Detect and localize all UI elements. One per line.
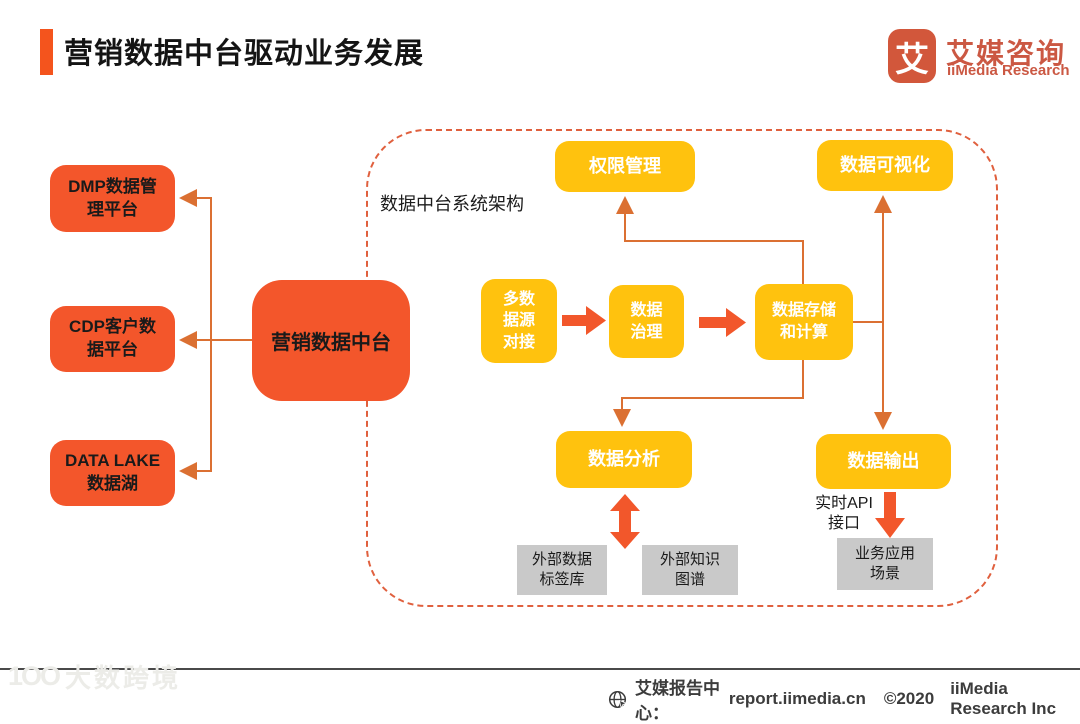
iimedia-logo-icon: 艾 — [888, 29, 936, 83]
node-business-scenarios: 业务应用 场景 — [837, 538, 933, 590]
node-cdp-platform: CDP客户数 据平台 — [50, 306, 175, 372]
watermark-mark: 1OO — [8, 661, 61, 691]
node-marketing-data-hub: 营销数据中台 — [252, 280, 410, 401]
node-external-knowledge-graph: 外部知识 图谱 — [642, 545, 738, 595]
node-dmp-platform: DMP数据管 理平台 — [50, 165, 175, 232]
logo-name-en: iiMedia Research — [947, 62, 1070, 79]
footer-report-center: 艾媒报告中心： — [635, 679, 720, 723]
watermark-logo: 1OO 大数跨境 — [8, 658, 181, 695]
logo-glyph: 艾 — [895, 40, 929, 79]
footer-divider — [0, 668, 1080, 670]
node-data-visualization: 数据可视化 — [817, 140, 953, 191]
arrow-hub-to-lake — [179, 340, 212, 480]
node-data-output: 数据输出 — [816, 434, 951, 489]
node-multi-source-access: 多数 据源 对接 — [481, 279, 557, 363]
logo-name-cn: 艾媒咨询 — [946, 38, 1067, 69]
footer-copyright: ©2020 — [883, 689, 935, 708]
node-data-governance: 数据 治理 — [609, 285, 684, 358]
globe-icon — [608, 690, 627, 709]
footer-url: report.iimedia.cn — [728, 689, 866, 708]
page-title: 营销数据中台驱动业务发展 — [64, 38, 425, 70]
arrow-hub-to-dmp — [179, 189, 212, 340]
node-data-analysis: 数据分析 — [556, 431, 692, 488]
node-permission-mgmt: 权限管理 — [555, 141, 695, 192]
realtime-api-label: 实时API 接口 — [815, 495, 873, 532]
frame-label: 数据中台系统架构 — [380, 194, 524, 214]
footer: 艾媒报告中心： report.iimedia.cn ©2020 iiMedia … — [608, 674, 1080, 724]
footer-company: iiMedia Research Inc — [950, 679, 1057, 718]
node-storage-compute: 数据存储 和计算 — [755, 284, 853, 360]
node-data-lake: DATA LAKE 数据湖 — [50, 440, 175, 506]
title-accent-bar — [40, 29, 53, 75]
watermark-text: 大数跨境 — [65, 663, 182, 693]
node-external-tag-library: 外部数据 标签库 — [517, 545, 607, 595]
